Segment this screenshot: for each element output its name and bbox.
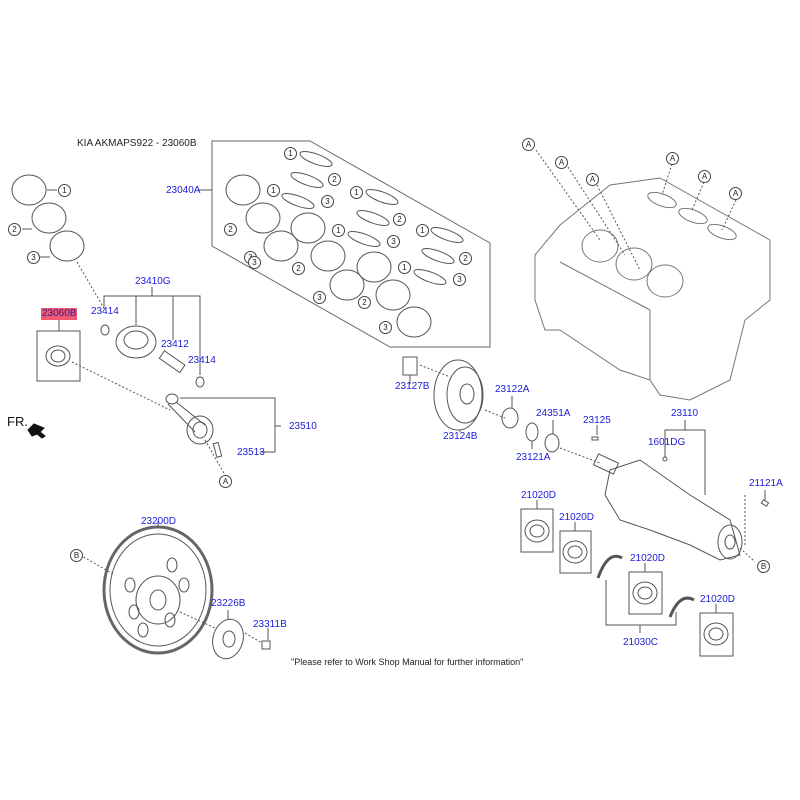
ref-b-crank: B [757, 560, 770, 573]
piston-pin-icon [158, 350, 186, 374]
part-label-23124B[interactable]: 23124B [443, 431, 478, 442]
connecting-rod-icon [165, 393, 214, 445]
part-label-21020D-3[interactable]: 21020D [630, 553, 666, 564]
crank-gear-icon [525, 422, 539, 442]
ref-a-6: A [729, 187, 742, 200]
kit-callout-2e: 2 [358, 296, 371, 309]
kit-callout-1d: 1 [350, 186, 363, 199]
snap-ring-1 [100, 324, 110, 336]
part-label-23226B[interactable]: 23226B [211, 598, 246, 609]
part-label-23412[interactable]: 23412 [161, 339, 189, 350]
main-bearing-3 [628, 563, 663, 615]
part-label-23513[interactable]: 23513 [237, 447, 265, 458]
part-label-23410G[interactable]: 23410G [135, 276, 171, 287]
ref-a-1: A [522, 138, 535, 151]
rod-bolt-icon [212, 441, 223, 458]
sprocket-icon [501, 407, 519, 429]
ring-kit-rings [225, 151, 464, 338]
piston-rings-left [11, 174, 106, 311]
flywheel-icon [102, 525, 214, 655]
part-label-23125[interactable]: 23125 [583, 415, 611, 426]
kit-callout-2c: 2 [292, 262, 305, 275]
damper-pulley-icon [433, 359, 484, 431]
kit-callout-3f: 3 [453, 273, 466, 286]
ref-a-2: A [555, 156, 568, 169]
kit-callout-2b: 2 [328, 173, 341, 186]
ref-a-5: A [698, 170, 711, 183]
engine-block-icon [534, 177, 771, 401]
front-direction-label: FR. [7, 414, 28, 429]
part-label-23127B[interactable]: 23127B [395, 381, 430, 392]
part-label-23060B[interactable]: 23060B [41, 308, 78, 320]
kit-callout-1b: 1 [284, 147, 297, 160]
part-label-21020D-2[interactable]: 21020D [559, 512, 595, 523]
kit-callout-3e: 3 [313, 291, 326, 304]
kit-callout-3d: 3 [387, 235, 400, 248]
dowel-pin-icon [662, 456, 668, 462]
main-bearing-2 [559, 522, 592, 574]
part-label-21121A[interactable]: 21121A [749, 478, 783, 489]
bearing-box-23060B [36, 330, 81, 382]
oil-seal-icon [544, 433, 560, 453]
part-label-23110[interactable]: 23110 [671, 408, 699, 419]
piston-icon [115, 325, 157, 359]
kit-callout-2d: 2 [393, 213, 406, 226]
kit-callout-3g: 3 [379, 321, 392, 334]
part-label-23121A[interactable]: 23121A [516, 452, 551, 463]
part-label-23414-lower[interactable]: 23414 [188, 355, 216, 366]
part-label-23122A[interactable]: 23122A [495, 384, 530, 395]
part-label-21020D-1[interactable]: 21020D [521, 490, 557, 501]
part-label-21020D-4[interactable]: 21020D [700, 594, 736, 605]
kit-callout-2: 2 [224, 223, 237, 236]
flywheel-bolt-icon [261, 640, 271, 650]
kit-callout-1f: 1 [416, 224, 429, 237]
ref-a-rod: A [219, 475, 232, 488]
adapter-plate-icon [212, 618, 244, 660]
thrust-washer-2 [668, 596, 695, 618]
con-rod-bearing-icon [45, 345, 71, 367]
part-label-23311B[interactable]: 23311B [253, 619, 287, 630]
part-label-23414-upper[interactable]: 23414 [91, 306, 119, 317]
kit-callout-3c: 3 [248, 256, 261, 269]
snap-ring-2 [195, 376, 205, 388]
ref-b-flywheel: B [70, 549, 83, 562]
pin-21121A-icon [760, 499, 770, 507]
part-label-23040A[interactable]: 23040A [166, 185, 201, 196]
part-label-23510[interactable]: 23510 [289, 421, 317, 432]
pulley-bolt-icon [402, 356, 418, 376]
kit-callout-1e: 1 [398, 261, 411, 274]
main-bearing-1 [520, 500, 554, 553]
kit-callout-1c: 1 [332, 224, 345, 237]
footer-note: "Please refer to Work Shop Manual for fu… [291, 657, 524, 667]
part-label-1601DG[interactable]: 1601DG [648, 437, 686, 448]
part-label-24351A[interactable]: 24351A [536, 408, 571, 419]
ring-kit-box [211, 140, 491, 348]
ref-a-3: A [586, 173, 599, 186]
main-bearing-4 [699, 604, 734, 657]
ring-callout-2: 2 [8, 223, 21, 236]
ring-callout-1: 1 [58, 184, 71, 197]
kit-callout-3b: 3 [321, 195, 334, 208]
part-label-21030C[interactable]: 21030C [623, 637, 659, 648]
kit-callout-1: 1 [267, 184, 280, 197]
part-label-23200D[interactable]: 23200D [141, 516, 177, 527]
front-arrow-icon [27, 423, 46, 439]
kit-callout-2f: 2 [459, 252, 472, 265]
ref-a-4: A [666, 152, 679, 165]
thrust-washer-1 [596, 554, 623, 579]
ring-callout-3: 3 [27, 251, 40, 264]
diagram-title: KIA AKMAPS922 - 23060B [77, 138, 197, 149]
crankshaft-icon [592, 453, 743, 561]
key-icon [591, 436, 599, 441]
